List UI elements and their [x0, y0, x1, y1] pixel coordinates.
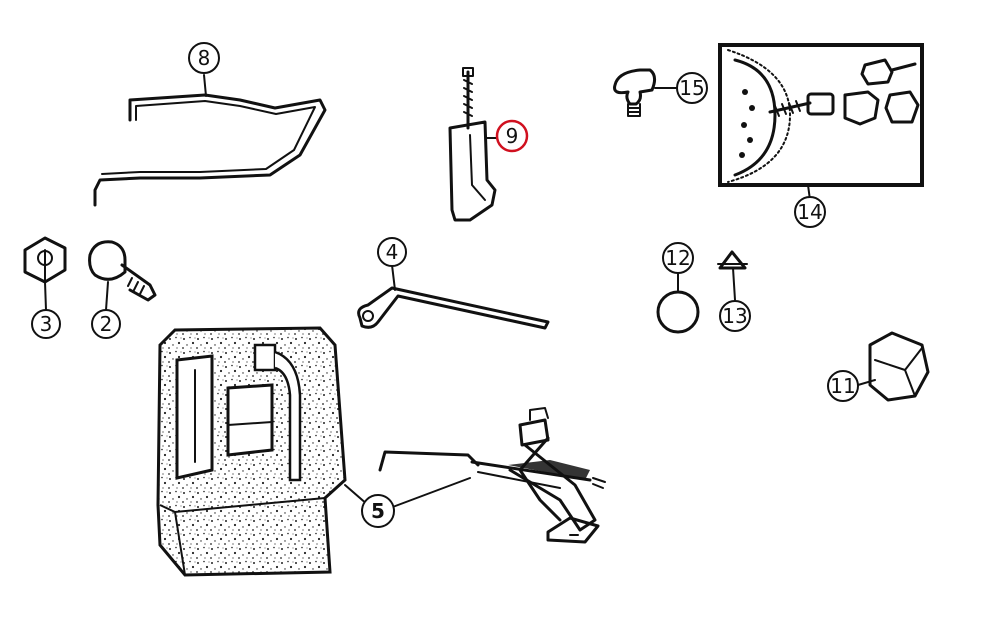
callout-4-label: 4 [386, 240, 399, 264]
callout-5: 5 [361, 494, 395, 528]
callout-4: 4 [377, 237, 407, 267]
callout-8-label: 8 [198, 46, 211, 70]
part-12-cap [656, 271, 700, 334]
part-2-stud [88, 240, 157, 311]
callout-9: 9 [495, 119, 529, 153]
callout-5-label: 5 [371, 499, 385, 523]
part-11-hex-socket [857, 331, 930, 402]
part-5-foam-tray [156, 326, 347, 577]
callout-13: 13 [719, 300, 751, 332]
part-4-l-wrench [357, 264, 550, 330]
part-14-box-assembly [718, 43, 924, 201]
part-3-nut [23, 236, 67, 311]
callout-2-label: 2 [100, 312, 113, 336]
callout-14-label: 14 [797, 200, 822, 224]
part-15-clamp [613, 68, 677, 117]
callout-15-label: 15 [679, 76, 704, 100]
callout-9-label: 9 [506, 124, 519, 148]
callout-12: 12 [662, 242, 694, 274]
callout-13-label: 13 [722, 304, 747, 328]
callout-8: 8 [188, 42, 220, 74]
callout-11: 11 [827, 370, 859, 402]
callout-3-label: 3 [40, 312, 53, 336]
part-13-clip [717, 250, 748, 301]
part-8-wire-hook [93, 74, 327, 207]
part-5-scissor-jack [344, 407, 606, 544]
part-9-bracket-bolt [448, 67, 499, 222]
callout-15: 15 [676, 72, 708, 104]
callout-11-label: 11 [830, 374, 855, 398]
callout-3: 3 [31, 309, 61, 339]
callout-14: 14 [794, 196, 826, 228]
callout-12-label: 12 [665, 246, 690, 270]
callout-2: 2 [91, 309, 121, 339]
